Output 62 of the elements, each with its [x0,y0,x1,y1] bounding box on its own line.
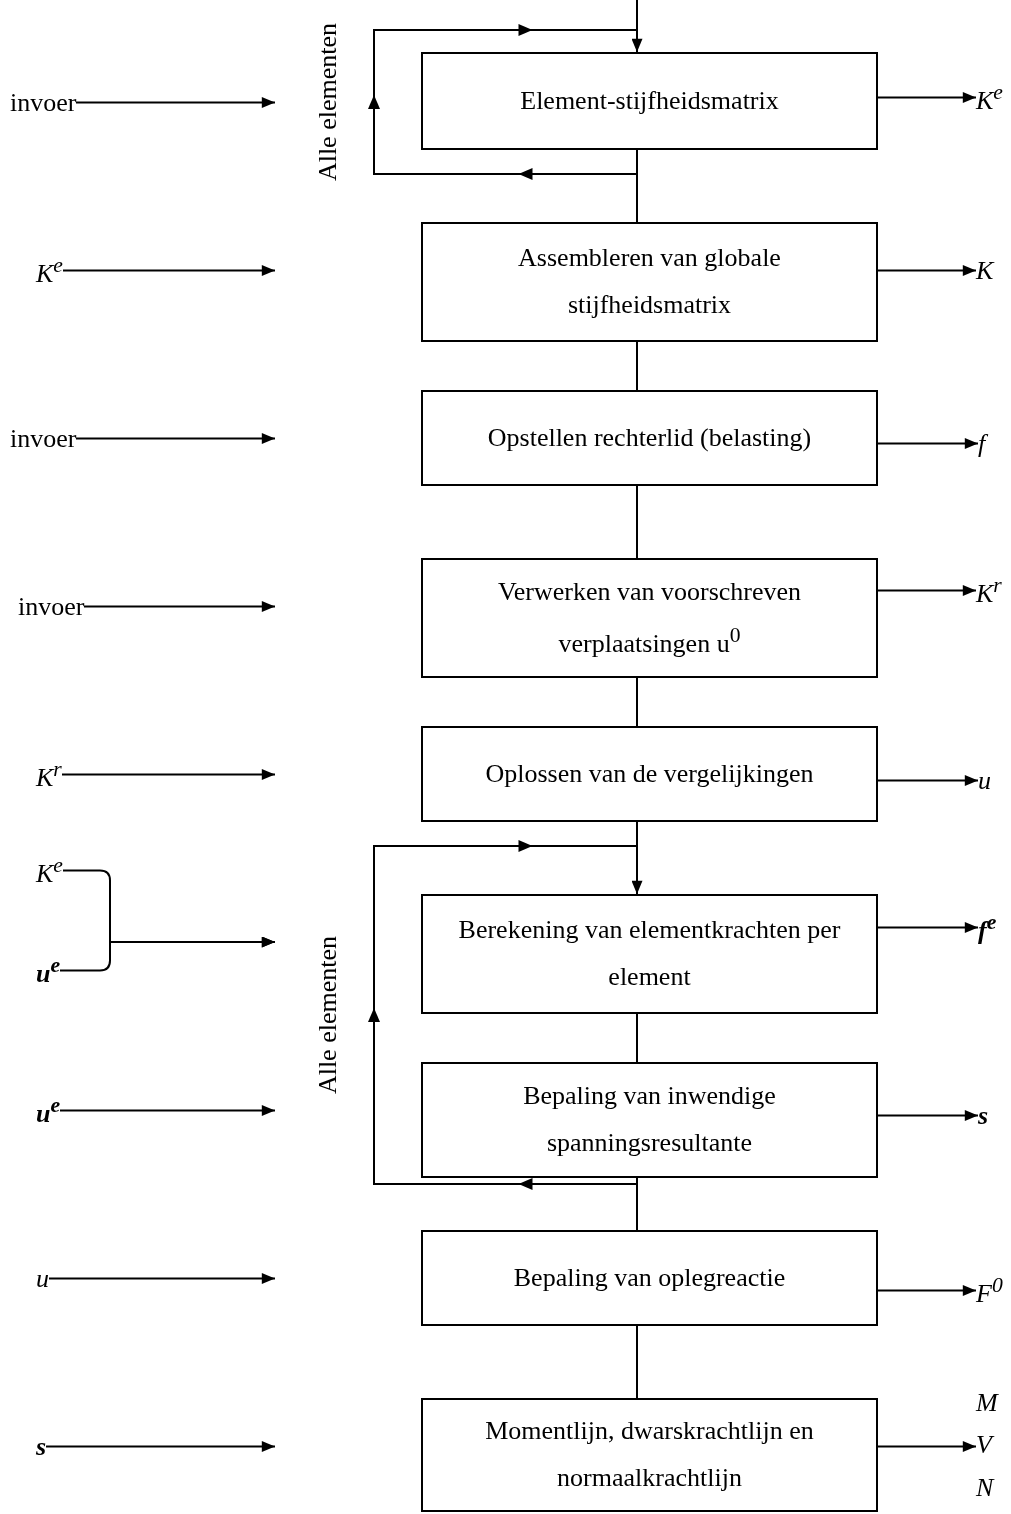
symbol-label: u$^{e}$ [36,1091,61,1129]
process-label: Opstellen rechterlid (belasting) [487,421,812,454]
symbol-label: s [978,1099,989,1131]
symbol-label: K$^{e}$ [36,251,63,289]
process-box [421,894,878,1014]
process-label: Berekening van elementkrachten per element [457,914,842,993]
arrow [59,1105,276,1116]
symbol-label: s [36,1430,47,1462]
process-box [421,558,878,678]
process-box [421,390,878,486]
symbol-label: K$^{e}$ [976,78,1003,116]
process-box [421,1062,878,1178]
process-box [421,1230,878,1326]
arrow [877,922,979,933]
arrow [877,438,979,449]
symbol-label: u$^{e}$ [36,951,61,989]
arrow [877,775,979,786]
arrow [45,1441,276,1452]
process-box [421,52,878,150]
arrow [877,1285,977,1296]
process-label: Assembleren van globale stijfheidsmatrix [517,242,782,321]
symbol-label: K$^{r}$ [36,755,62,793]
process-label: Verwerken van voorschreven verplaatsingen u$^{0}$ [496,575,803,660]
symbol-label: u [36,1262,49,1294]
connector-line [636,677,638,727]
process-label: Momentlijn, dwarskrachtlijn en normaalkrachtlijn [484,1415,815,1494]
arrow [75,433,276,444]
arrow [877,92,977,103]
arrow [877,265,977,276]
process-box [421,1398,878,1512]
connector-line [636,1177,638,1231]
process-label: Element-stijfheidsmatrix [520,84,779,117]
symbol-label: M V N [976,1381,1006,1511]
process-box [421,222,878,342]
process-label: Bepaling van inwendige spanningsresultante [522,1080,777,1159]
symbol-label: f$^{e}$ [978,908,997,946]
connector-line [636,341,638,391]
connector-line [636,1325,638,1399]
arrow [61,769,276,780]
symbol-label: K [976,254,994,286]
arrow [877,585,977,596]
connector-line [636,149,638,223]
arrow [59,936,276,972]
symbol-label: F$^{0}$ [976,1271,1003,1309]
symbol-label: u [978,764,991,796]
process-box [421,726,878,822]
symbol-label: K$^{r}$ [976,571,1002,609]
arrow [877,1441,977,1452]
arrow [83,601,276,612]
symbol-label: invoer [10,422,77,454]
connector-line [636,485,638,559]
arrow [48,1273,276,1284]
symbol-label: invoer [18,590,85,622]
symbol-label: f [978,427,986,459]
arrow [62,265,276,276]
symbol-label: invoer [10,86,77,118]
process-label: Oplossen van de vergelijkingen [485,757,814,790]
arrow [75,97,276,108]
connector-line [636,1013,638,1063]
symbol-label: K$^{e}$ [36,851,63,889]
arrow [877,1110,979,1121]
process-label: Bepaling van oplegreactie [513,1261,786,1294]
